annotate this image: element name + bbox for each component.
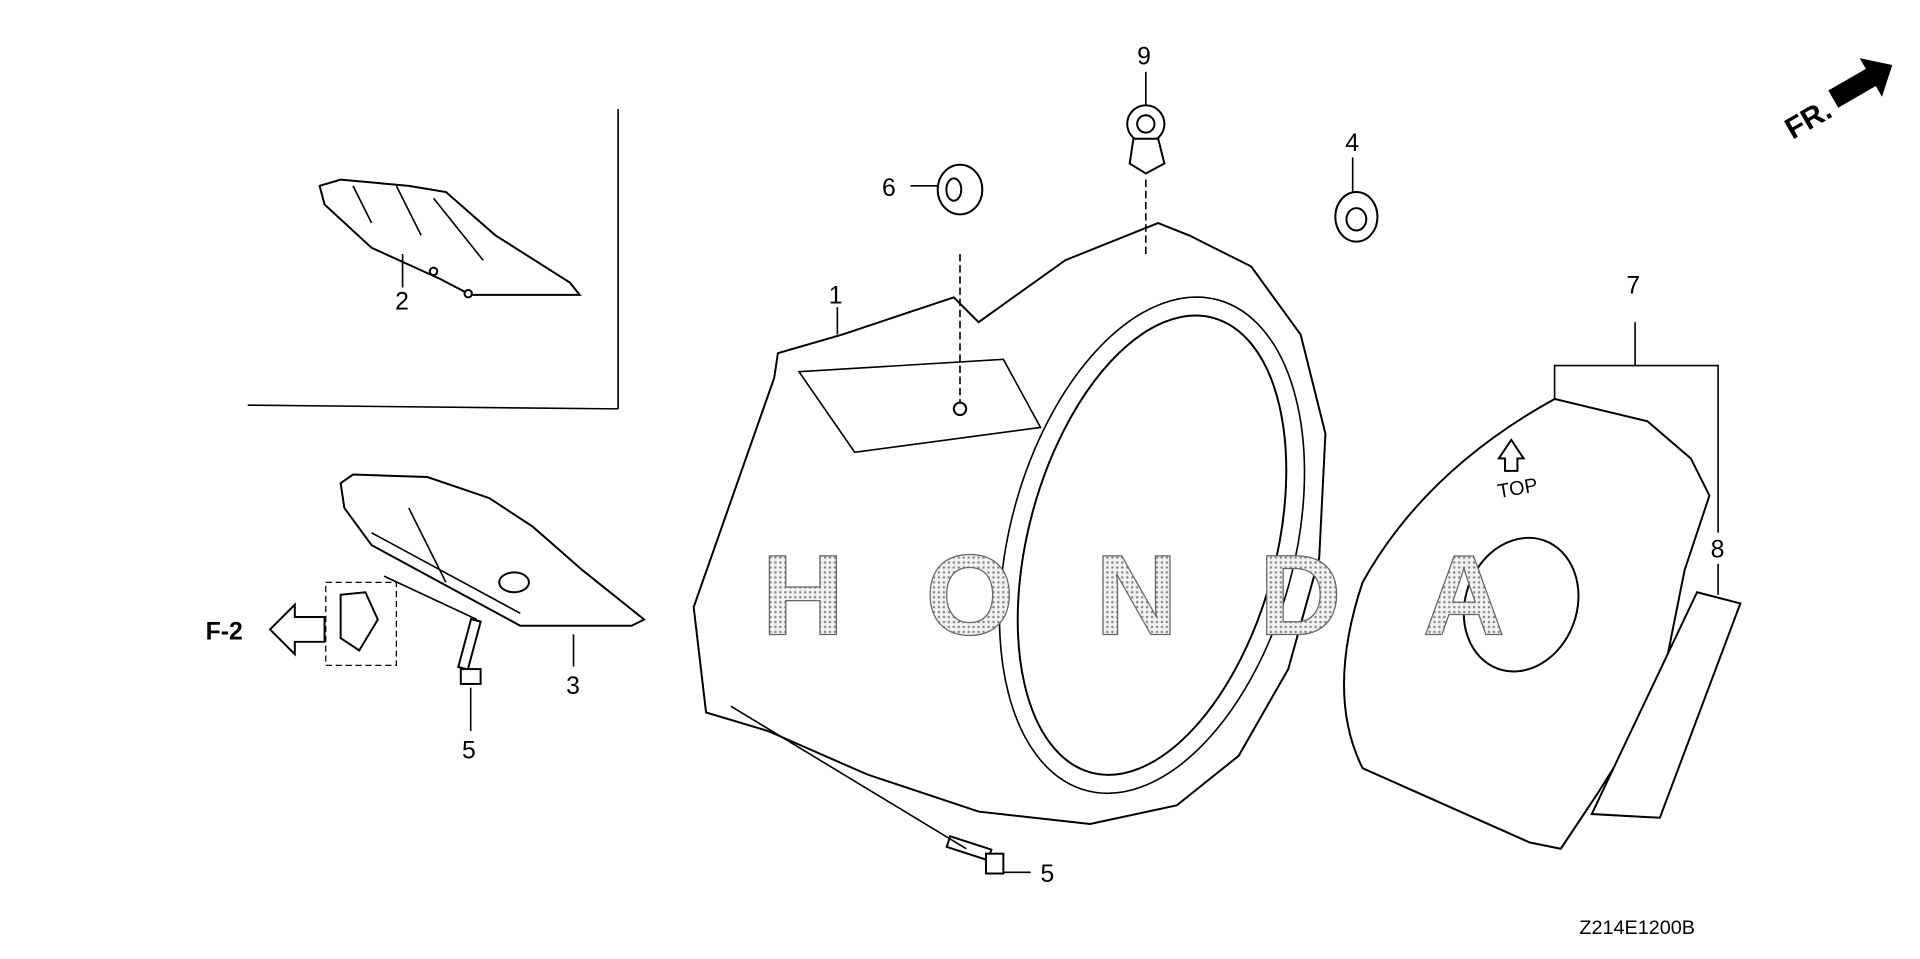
fan-cover-part xyxy=(692,221,1327,825)
callout-5b: 5 xyxy=(1041,861,1055,888)
callout-4: 4 xyxy=(1345,130,1359,157)
reference-label: F-2 xyxy=(206,618,243,645)
callout-8: 8 xyxy=(1711,537,1725,564)
callout-1: 1 xyxy=(829,283,843,310)
inset-frame xyxy=(247,109,619,410)
callout-3: 3 xyxy=(566,673,580,700)
air-guide-plate-part: TOP xyxy=(1343,397,1711,850)
seal-strip-part xyxy=(1590,591,1742,819)
leader-lines xyxy=(401,71,1719,874)
f2-reference-arrow: F-2 xyxy=(206,602,326,657)
callout-6: 6 xyxy=(882,175,896,202)
callout-5a: 5 xyxy=(462,737,476,764)
clamp-part xyxy=(936,163,984,216)
callout-9: 9 xyxy=(1137,43,1151,70)
callout-7: 7 xyxy=(1626,273,1640,300)
front-label: FR. xyxy=(1779,93,1837,146)
wire-clip-part xyxy=(1126,104,1166,175)
arrow-icon xyxy=(1828,58,1893,108)
grommet-part xyxy=(1334,191,1379,243)
diagram-code: Z214E1200B xyxy=(1579,917,1695,939)
bolt-part xyxy=(945,835,1005,875)
air-guide-lower-part xyxy=(339,473,646,627)
callout-2: 2 xyxy=(395,289,409,316)
front-direction-indicator: FR. xyxy=(1779,58,1893,146)
clip-inset xyxy=(325,575,478,666)
bolt-part xyxy=(457,617,482,685)
air-guide-upper-part xyxy=(318,178,582,299)
